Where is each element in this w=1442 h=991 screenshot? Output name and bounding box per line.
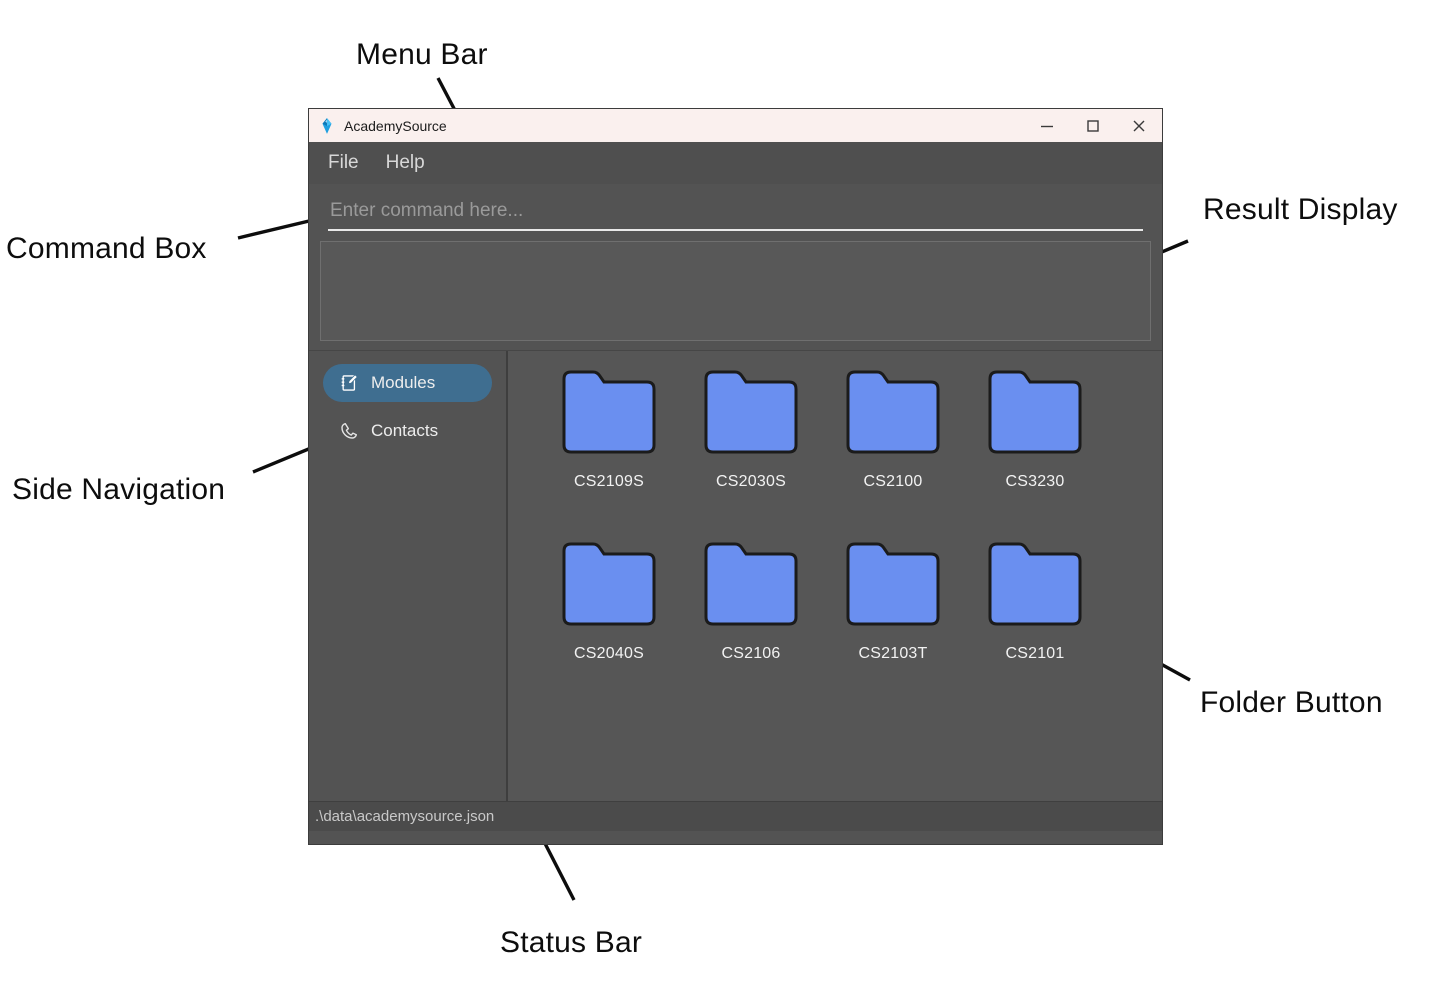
folder-icon bbox=[704, 370, 798, 454]
sidebar-item-label: Contacts bbox=[371, 421, 439, 440]
side-navigation: Modules Contacts bbox=[309, 351, 508, 801]
folder-button[interactable]: CS2100 bbox=[822, 369, 964, 541]
folder-grid: CS2109S CS2030S CS2100 bbox=[538, 369, 1162, 713]
result-display bbox=[320, 241, 1151, 341]
folder-button[interactable]: CS2101 bbox=[964, 541, 1106, 713]
folder-button[interactable]: CS2030S bbox=[680, 369, 822, 541]
result-display-area bbox=[309, 231, 1162, 341]
folder-icon bbox=[704, 542, 798, 626]
command-input[interactable] bbox=[328, 196, 1143, 231]
main-content: Modules Contacts CS2109S bbox=[309, 350, 1162, 801]
folder-button[interactable]: CS2109S bbox=[538, 369, 680, 541]
folder-label: CS2040S bbox=[574, 645, 644, 662]
annotation-command-box: Command Box bbox=[6, 232, 207, 265]
folder-icon bbox=[988, 370, 1082, 454]
diamond-gem-icon bbox=[322, 117, 332, 134]
menu-bar: File Help bbox=[309, 142, 1162, 184]
menu-item-file[interactable]: File bbox=[328, 152, 359, 173]
close-icon[interactable] bbox=[1116, 109, 1162, 142]
app-window: AcademySource File Help bbox=[309, 109, 1162, 844]
maximize-icon[interactable] bbox=[1070, 109, 1116, 142]
annotation-side-navigation: Side Navigation bbox=[12, 473, 226, 506]
folder-label: CS2030S bbox=[716, 473, 786, 490]
folder-label: CS2101 bbox=[1005, 645, 1065, 662]
folder-label: CS2100 bbox=[863, 473, 923, 490]
sidebar-item-modules[interactable]: Modules bbox=[323, 364, 492, 402]
folder-icon bbox=[846, 542, 940, 626]
window-controls bbox=[1024, 109, 1162, 142]
folder-label: CS3230 bbox=[1005, 473, 1065, 490]
annotation-result-display: Result Display bbox=[1203, 193, 1398, 226]
title-bar: AcademySource bbox=[309, 109, 1162, 142]
folder-button[interactable]: CS2040S bbox=[538, 541, 680, 713]
folder-icon bbox=[846, 370, 940, 454]
status-bar-text: .\data\academysource.json bbox=[315, 808, 495, 825]
menu-item-help[interactable]: Help bbox=[385, 152, 425, 173]
status-bar: .\data\academysource.json bbox=[309, 801, 1162, 831]
folder-label: CS2106 bbox=[721, 645, 781, 662]
annotation-folder-button: Folder Button bbox=[1200, 686, 1383, 719]
folder-icon bbox=[988, 542, 1082, 626]
phone-icon bbox=[339, 421, 359, 441]
command-box-area bbox=[309, 184, 1162, 231]
folder-icon bbox=[562, 370, 656, 454]
folder-button[interactable]: CS2103T bbox=[822, 541, 964, 713]
notebook-edit-icon bbox=[339, 373, 359, 393]
minimize-icon[interactable] bbox=[1024, 109, 1070, 142]
folder-panel: CS2109S CS2030S CS2100 bbox=[508, 351, 1162, 801]
window-title: AcademySource bbox=[344, 117, 447, 134]
folder-button[interactable]: CS2106 bbox=[680, 541, 822, 713]
folder-label: CS2109S bbox=[574, 473, 644, 490]
annotation-menu-bar: Menu Bar bbox=[356, 38, 488, 71]
folder-label: CS2103T bbox=[858, 645, 928, 662]
folder-button[interactable]: CS3230 bbox=[964, 369, 1106, 541]
annotation-status-bar: Status Bar bbox=[500, 926, 643, 959]
sidebar-item-contacts[interactable]: Contacts bbox=[323, 412, 492, 450]
sidebar-item-label: Modules bbox=[371, 373, 436, 392]
folder-icon bbox=[562, 542, 656, 626]
